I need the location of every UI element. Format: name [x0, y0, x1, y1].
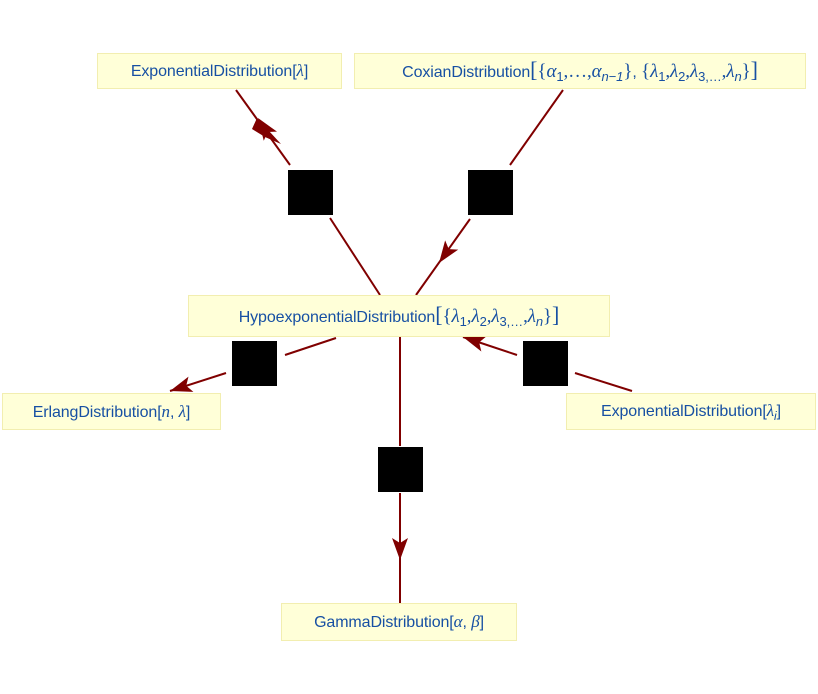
- bracket: [: [435, 302, 443, 327]
- param-lambda: λ: [650, 61, 659, 82]
- subscript: n−1: [601, 69, 624, 84]
- param-lambda: λ: [178, 401, 186, 421]
- dist-name: HypoexponentialDistribution: [238, 309, 436, 326]
- param-lambda: λ: [491, 306, 500, 327]
- hub-node-4[interactable]: [523, 341, 568, 386]
- bracket: [: [449, 614, 454, 631]
- ellipsis: …: [708, 69, 722, 84]
- node-coxian[interactable]: CoxianDistribution[{α1,…,αn−1}, {λ1,λ2,λ…: [354, 53, 806, 89]
- node-erlang[interactable]: ErlangDistribution[n, λ]: [2, 393, 221, 430]
- brace: }: [543, 306, 553, 327]
- dist-name: ErlangDistribution: [32, 403, 158, 421]
- subscript: 3: [698, 69, 706, 84]
- dist-name: ExponentialDistribution: [601, 402, 763, 420]
- arrowhead-to-hypo-from-expi: [463, 336, 487, 352]
- dist-name: GammaDistribution: [314, 614, 450, 631]
- comma: ,: [721, 61, 727, 82]
- comma: ,: [486, 306, 492, 327]
- comma: ,: [665, 61, 671, 82]
- bracket: ]: [552, 302, 560, 327]
- param-lambda: λ: [296, 61, 304, 80]
- comma: ,: [462, 614, 472, 631]
- hub-node-1[interactable]: [288, 170, 333, 215]
- param-lambda: λ: [451, 306, 460, 327]
- param-alpha: α: [546, 61, 557, 82]
- param-lambda: λ: [527, 306, 536, 327]
- param-alpha: α: [453, 612, 463, 631]
- param-lambda: λ: [689, 61, 699, 82]
- brace: }: [623, 61, 633, 82]
- subscript: 1: [459, 314, 467, 329]
- param-lambda: λ: [726, 61, 735, 82]
- node-exponential[interactable]: ExponentialDistribution[λ]: [97, 53, 342, 89]
- ellipsis: …: [568, 61, 588, 82]
- bracket: [: [157, 403, 162, 421]
- param-beta: β: [471, 612, 480, 631]
- subscript: 1: [556, 69, 564, 84]
- comma: ,: [523, 306, 528, 327]
- dist-name: CoxianDistribution: [402, 64, 531, 81]
- comma: ,: [685, 61, 690, 82]
- dist-name: ExponentialDistribution: [130, 63, 293, 80]
- arrowhead-to-erlang: [170, 376, 194, 392]
- comma: ,: [632, 64, 642, 81]
- param-lambda: λ: [766, 400, 775, 420]
- subscript: 1: [658, 69, 666, 84]
- node-erlang-label: ErlangDistribution[n, λ]: [33, 403, 191, 421]
- param-alpha: α: [591, 61, 602, 82]
- node-exponential-label: ExponentialDistribution[λ]: [131, 62, 308, 80]
- hub-node-5[interactable]: [378, 447, 423, 492]
- param-lambda: λ: [670, 61, 679, 82]
- bracket: [: [762, 402, 767, 420]
- subscript: i: [774, 408, 777, 423]
- node-gamma[interactable]: GammaDistribution[α, β]: [281, 603, 517, 641]
- bracket: [: [292, 63, 297, 80]
- comma: ,: [506, 314, 511, 329]
- param-n: n: [161, 401, 171, 421]
- bracket: ]: [479, 614, 484, 631]
- param-lambda: λ: [471, 306, 480, 327]
- comma: ,: [563, 61, 569, 82]
- brace: }: [741, 61, 751, 82]
- edge-expi-to-hub4: [574, 372, 633, 392]
- subscript: n: [734, 69, 742, 84]
- brace: {: [442, 306, 452, 327]
- subscript: 3: [499, 314, 507, 329]
- bracket: [: [530, 57, 538, 82]
- bracket: ]: [303, 63, 309, 80]
- hub-node-3[interactable]: [232, 341, 277, 386]
- ellipsis: …: [510, 314, 524, 329]
- arrowhead-to-exponential: [258, 118, 277, 141]
- edge-hypo-to-hub1: [329, 217, 381, 296]
- edge-hypo-to-hub3: [284, 337, 337, 356]
- node-exponential-i[interactable]: ExponentialDistribution[λi]: [566, 393, 816, 430]
- comma: ,: [169, 403, 179, 421]
- subscript: n: [535, 314, 544, 329]
- hub-node-2[interactable]: [468, 170, 513, 215]
- bracket: ]: [776, 402, 781, 420]
- node-hypoexponential[interactable]: HypoexponentialDistribution[{λ1,λ2,λ3,…,…: [188, 295, 610, 337]
- arrowhead-to-hypo-from-coxian: [439, 240, 459, 263]
- bracket: ]: [750, 57, 758, 82]
- brace: {: [641, 61, 651, 82]
- node-exponential-i-label: ExponentialDistribution[λi]: [601, 402, 781, 422]
- comma: ,: [587, 61, 592, 82]
- node-gamma-label: GammaDistribution[α, β]: [314, 613, 484, 631]
- subscript: 2: [678, 69, 686, 84]
- comma: ,: [705, 69, 709, 84]
- edge-coxian-to-hub2: [509, 89, 564, 166]
- node-coxian-label: CoxianDistribution[{α1,…,αn−1}, {λ1,λ2,λ…: [402, 57, 758, 84]
- bracket: ]: [185, 403, 191, 421]
- subscript: 2: [479, 314, 487, 329]
- node-hypoexponential-label: HypoexponentialDistribution[{λ1,λ2,λ3,…,…: [238, 302, 560, 329]
- arrowhead-to-gamma: [392, 538, 408, 560]
- comma: ,: [466, 306, 472, 327]
- brace: {: [537, 61, 547, 82]
